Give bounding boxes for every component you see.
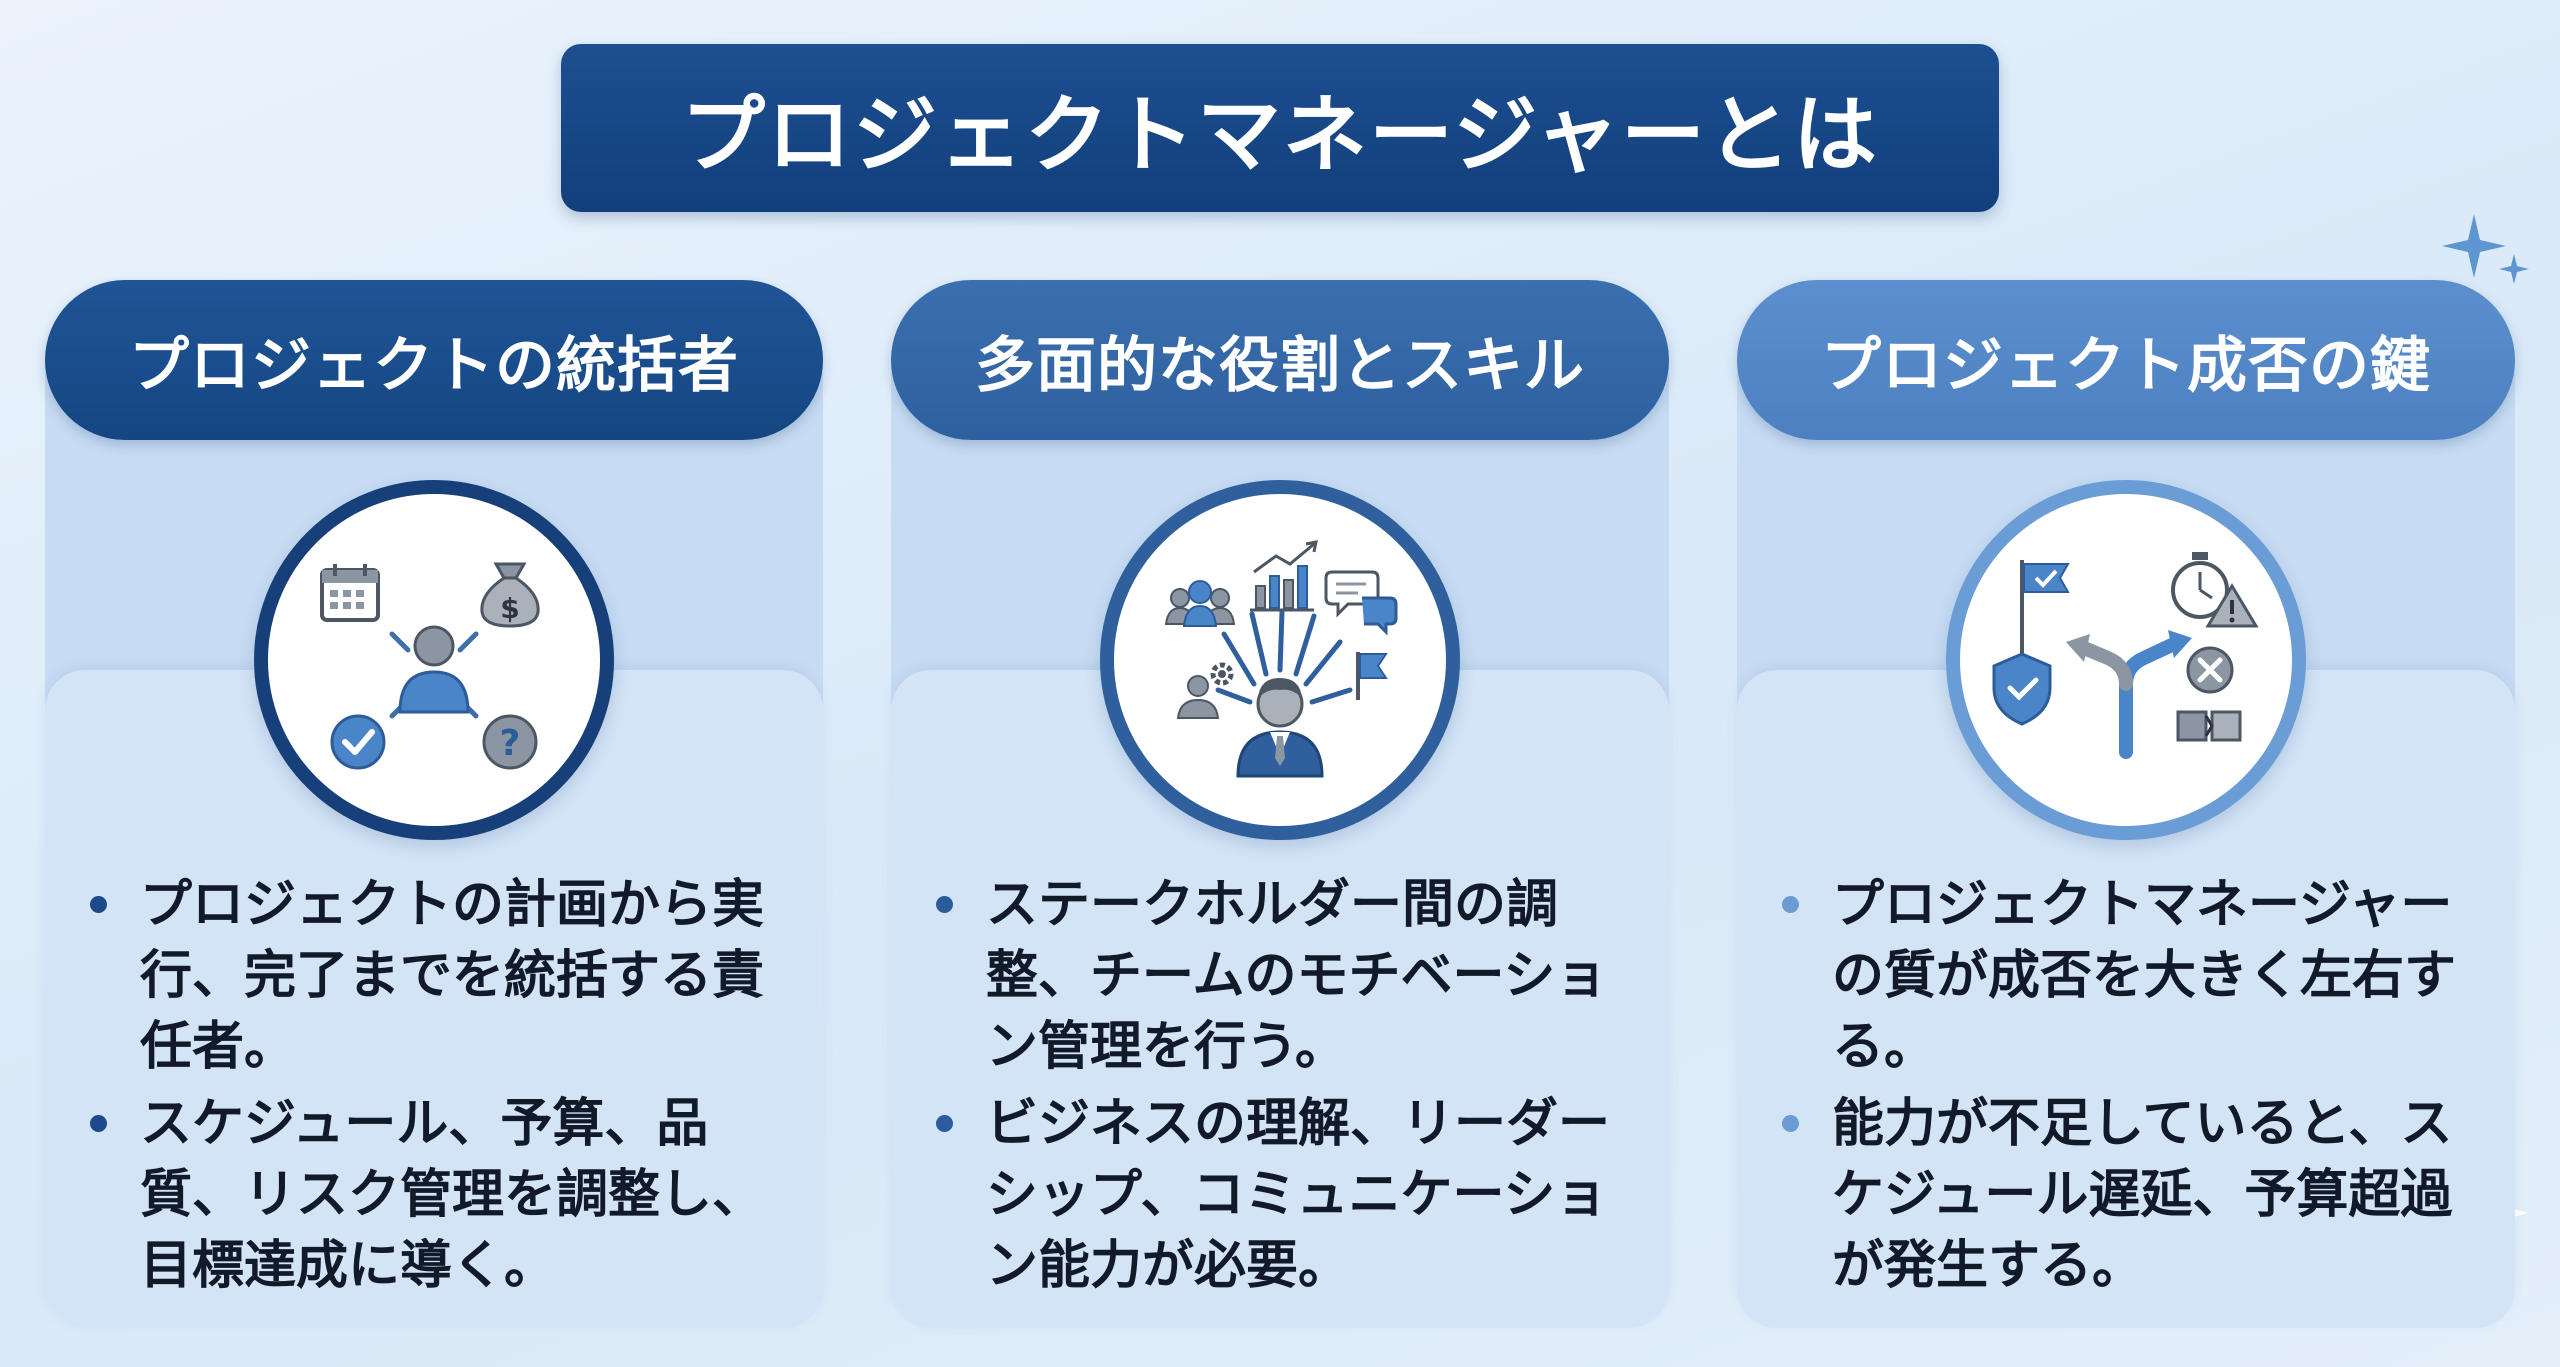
bullet-list: プロジェクトの計画から実行、完了までを統括する責任者。 スケジュール、予算、品質… <box>90 870 810 1308</box>
card-header: プロジェクト成否の鍵 <box>1737 280 2515 440</box>
person-icon <box>398 625 470 714</box>
calendar-icon <box>320 564 380 622</box>
card-multifaceted-skills: 多面的な役割とスキル <box>891 280 1669 1328</box>
check-circle-icon <box>330 714 386 770</box>
svg-text:$: $ <box>500 592 519 625</box>
diverging-arrows-icon <box>2066 630 2192 759</box>
card-project-coordinator: プロジェクトの統括者 <box>45 280 823 1328</box>
close-circle-icon <box>2186 646 2234 694</box>
warning-icon <box>2205 583 2259 628</box>
list-item: プロジェクトマネージャーの質が成否を大きく左右する。 <box>1782 870 2502 1083</box>
gear-person-icon <box>1176 662 1234 719</box>
broken-link-icon <box>2176 710 2242 742</box>
chat-icon <box>1324 570 1398 636</box>
bar-chart-icon <box>1250 540 1318 612</box>
question-circle-icon: ? <box>482 714 538 770</box>
list-item: ステークホルダー間の調整、チームのモチベーション管理を行う。 <box>936 870 1656 1083</box>
flag-check-icon <box>2020 560 2070 654</box>
project-coordinator-icon: $ ? <box>254 480 614 840</box>
multifaceted-skills-icon <box>1100 480 1460 840</box>
list-item: スケジュール、予算、品質、リスク管理を調整し、目標達成に導く。 <box>90 1089 810 1302</box>
card-success-key: プロジェクト成否の鍵 <box>1737 280 2515 1328</box>
stopwatch-icon <box>2171 552 2229 619</box>
bullet-list: プロジェクトマネージャーの質が成否を大きく左右する。 能力が不足していると、スケ… <box>1782 870 2502 1308</box>
team-icon <box>1164 580 1236 627</box>
svg-text:?: ? <box>500 723 521 764</box>
flag-icon <box>1356 652 1388 700</box>
bullet-list: ステークホルダー間の調整、チームのモチベーション管理を行う。 ビジネスの理解、リ… <box>936 870 1656 1308</box>
money-bag-icon: $ <box>480 562 540 628</box>
list-item: プロジェクトの計画から実行、完了までを統括する責任者。 <box>90 870 810 1083</box>
card-header: プロジェクトの統括者 <box>45 280 823 440</box>
list-item: 能力が不足していると、スケジュール遅延、予算超過が発生する。 <box>1782 1089 2502 1302</box>
shield-check-icon <box>1992 652 2052 726</box>
page-title: プロジェクトマネージャーとは <box>561 44 1999 212</box>
sparkle-icon <box>2442 214 2529 284</box>
businessman-icon <box>1236 678 1324 778</box>
success-key-icon <box>1946 480 2306 840</box>
card-header: 多面的な役割とスキル <box>891 280 1669 440</box>
list-item: ビジネスの理解、リーダーシップ、コミュニケーション能力が必要。 <box>936 1089 1656 1302</box>
